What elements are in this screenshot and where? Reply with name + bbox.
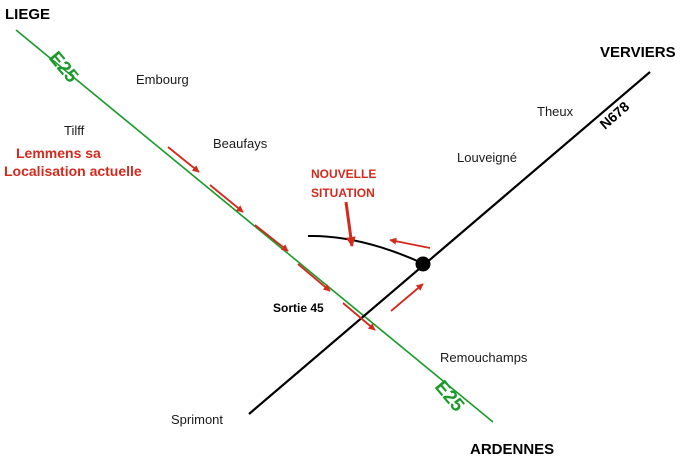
lemmens-current-line1: Lemmens sa: [16, 145, 101, 161]
label-e25-top: E25: [44, 48, 82, 88]
city-verviers: VERVIERS: [600, 44, 676, 61]
arrow-icon: [209, 184, 244, 213]
route-arrows: [167, 146, 431, 331]
new-situation-line1: NOUVELLE: [311, 167, 376, 181]
location-dot-icon: [415, 256, 431, 272]
town-remouchamps: Remouchamps: [440, 350, 528, 365]
arrow-icon: [390, 283, 424, 312]
city-ardennes: ARDENNES: [470, 441, 554, 458]
lemmens-current-line2: Localisation actuelle: [4, 163, 142, 179]
arrow-icon: [389, 237, 431, 249]
town-louveigne: Louveigné: [457, 150, 517, 165]
new-situation-line2: SITUATION: [311, 186, 375, 200]
new-access-road: [307, 234, 423, 264]
arrow-icon: [254, 224, 289, 252]
exit-45-label: Sortie 45: [273, 301, 324, 315]
highway-e25-line: [15, 29, 494, 423]
arrow-icon: [297, 263, 331, 292]
label-e25-bottom: E25: [430, 377, 468, 417]
new-situation-pointer-arrow: [344, 201, 356, 247]
road-n678-line: [248, 71, 651, 415]
town-beaufays: Beaufays: [213, 136, 268, 151]
town-embourg: Embourg: [136, 72, 189, 87]
town-sprimont: Sprimont: [171, 412, 223, 427]
city-liege: LIEGE: [5, 6, 50, 23]
arrow-icon: [342, 302, 376, 331]
arrow-icon: [167, 146, 200, 173]
town-theux: Theux: [537, 104, 574, 119]
town-tilff: Tilff: [64, 123, 85, 138]
